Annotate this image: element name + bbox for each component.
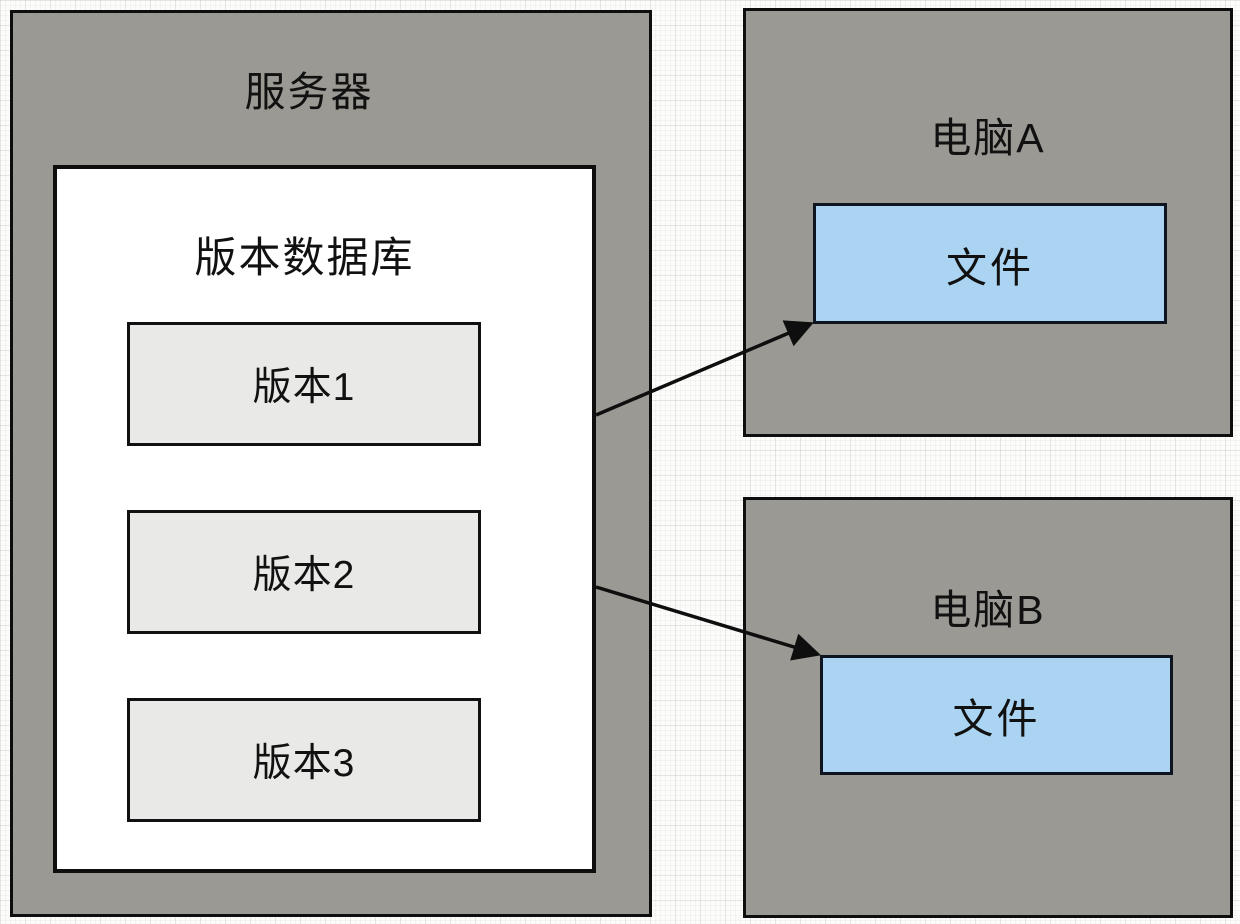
computer-b-box: 电脑B 文件 [743,497,1233,918]
computer-b-title: 电脑B [930,587,1046,633]
version-database-title: 版本数据库 [194,234,415,281]
computer-a-file-box: 文件 [813,203,1167,324]
computer-b-file-box: 文件 [820,655,1173,775]
version-database-box: 版本数据库 版本1 版本2 版本3 [53,165,596,873]
computer-a-box: 电脑A 文件 [743,8,1233,437]
server-box: 服务器 版本数据库 版本1 版本2 版本3 [10,10,652,917]
version-3-box: 版本3 [127,698,481,822]
version-2-box: 版本2 [127,510,481,634]
server-title: 服务器 [244,69,374,115]
version-1-box: 版本1 [127,322,481,446]
computer-a-title: 电脑A [930,115,1046,161]
